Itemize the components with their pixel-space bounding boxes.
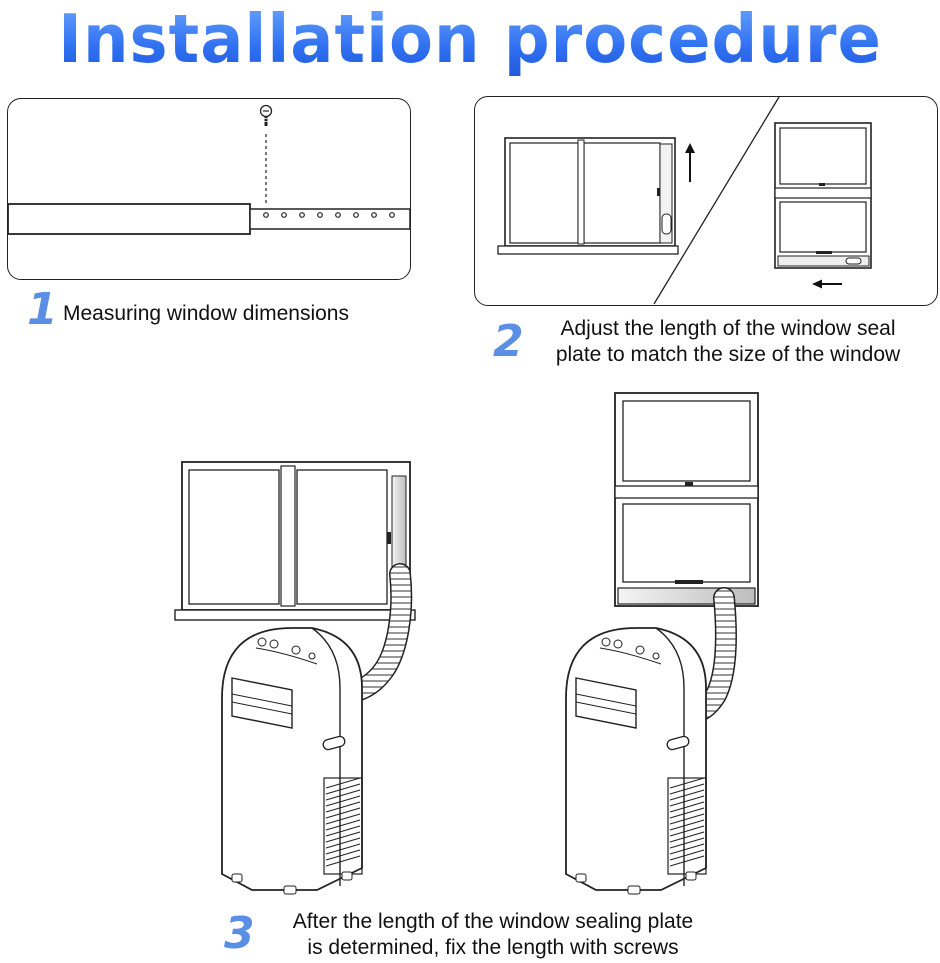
window-types-illustration xyxy=(497,96,872,305)
step-3-caption-line-2: is determined, fix the length with screw… xyxy=(307,936,679,959)
page-title: Installation procedure xyxy=(0,0,940,82)
seal-plate-illustration xyxy=(7,104,411,235)
step-1-number: 1 xyxy=(27,284,58,335)
step-2-caption-line-2: plate to match the size of the window xyxy=(555,343,901,366)
ac-installation-illustration xyxy=(174,392,759,895)
step-2-caption-line-1: Adjust the length of the window seal xyxy=(560,317,896,340)
step-1-panel xyxy=(7,98,411,280)
sliding-window-scene xyxy=(174,461,416,895)
step-3-caption-line-1: After the length of the window sealing p… xyxy=(292,910,694,933)
step-3-number: 3 xyxy=(224,908,255,959)
screw-icon xyxy=(259,104,273,126)
step-2-caption: Adjust the length of the window seal pla… xyxy=(523,316,933,368)
hung-window-scene xyxy=(565,392,759,895)
step-2-number: 2 xyxy=(493,316,524,367)
step-1-caption: Measuring window dimensions xyxy=(63,302,349,325)
arrow-up-icon xyxy=(685,143,695,182)
arrow-left-icon xyxy=(812,279,842,289)
step-3-caption: After the length of the window sealing p… xyxy=(258,909,728,961)
